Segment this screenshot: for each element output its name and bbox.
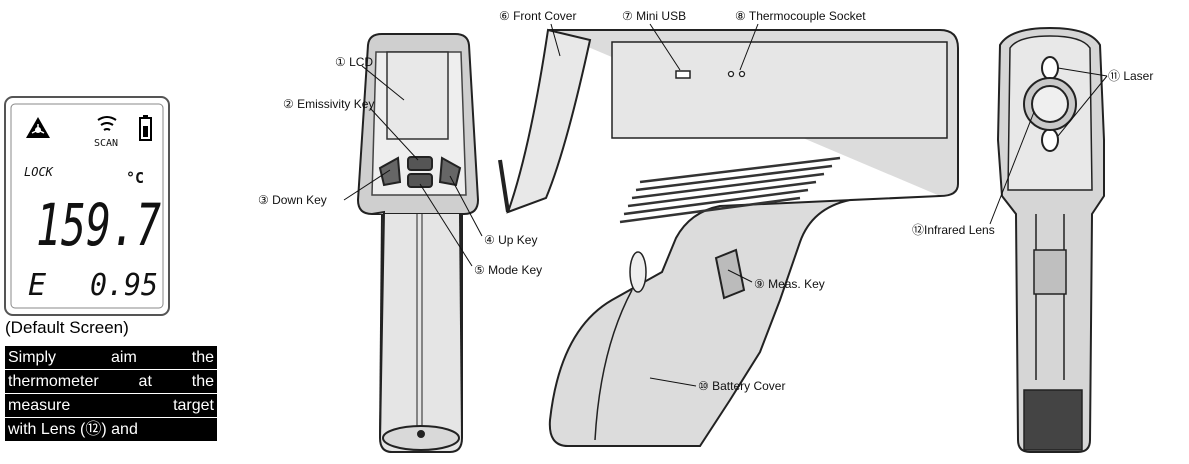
instruction-note: Simply aim the thermometer at the measur… [5, 346, 217, 464]
callout-laser: ⑪ Laser [1108, 69, 1153, 83]
note-line: with Lens (⑫) and [5, 418, 217, 441]
side-view [498, 28, 959, 447]
laser-warning-icon [26, 117, 50, 138]
leader-lines [343, 23, 1108, 387]
callout-thermocouple-socket: ⑧ Thermocouple Socket [735, 9, 866, 23]
callout-front-cover: ⑥ Front Cover [499, 9, 576, 23]
scan-label: SCAN [94, 138, 118, 149]
default-screen-caption: (Default Screen) [5, 318, 129, 337]
note-line: Simply aim the [5, 346, 217, 369]
temperature-reading: 159.7 [36, 191, 161, 259]
scan-wave-icon [97, 116, 117, 131]
unit-label: °C [126, 169, 144, 187]
note-line: measure target [5, 394, 217, 417]
callout-emissivity-key: ② Emissivity Key [283, 97, 374, 111]
callout-lcd: ① LCD [335, 55, 373, 69]
note-line: thermometer at the [5, 370, 217, 393]
callout-mini-usb: ⑦ Mini USB [622, 9, 686, 23]
lcd-default-screen: SCAN LOCK °C 159.7 E 0.95 [4, 96, 170, 316]
callout-mode-key: ⑤ Mode Key [474, 263, 542, 277]
callout-labels: ① LCD ② Emissivity Key ③ Down Key ④ Up K… [258, 9, 1153, 393]
front-view [356, 33, 480, 453]
callout-meas-key: ⑨ Meas. Key [754, 277, 825, 291]
callout-up-key: ④ Up Key [484, 233, 537, 247]
emissivity-value: 0.95 [90, 268, 158, 303]
emissivity-symbol: E [28, 268, 46, 303]
battery-icon [139, 115, 152, 141]
callout-infrared-lens: ⑫Infrared Lens [912, 223, 995, 237]
callout-down-key: ③ Down Key [258, 193, 327, 207]
lock-label: LOCK [24, 165, 54, 179]
rear-view [996, 26, 1105, 453]
callout-battery-cover: ⑩ Battery Cover [698, 379, 785, 393]
